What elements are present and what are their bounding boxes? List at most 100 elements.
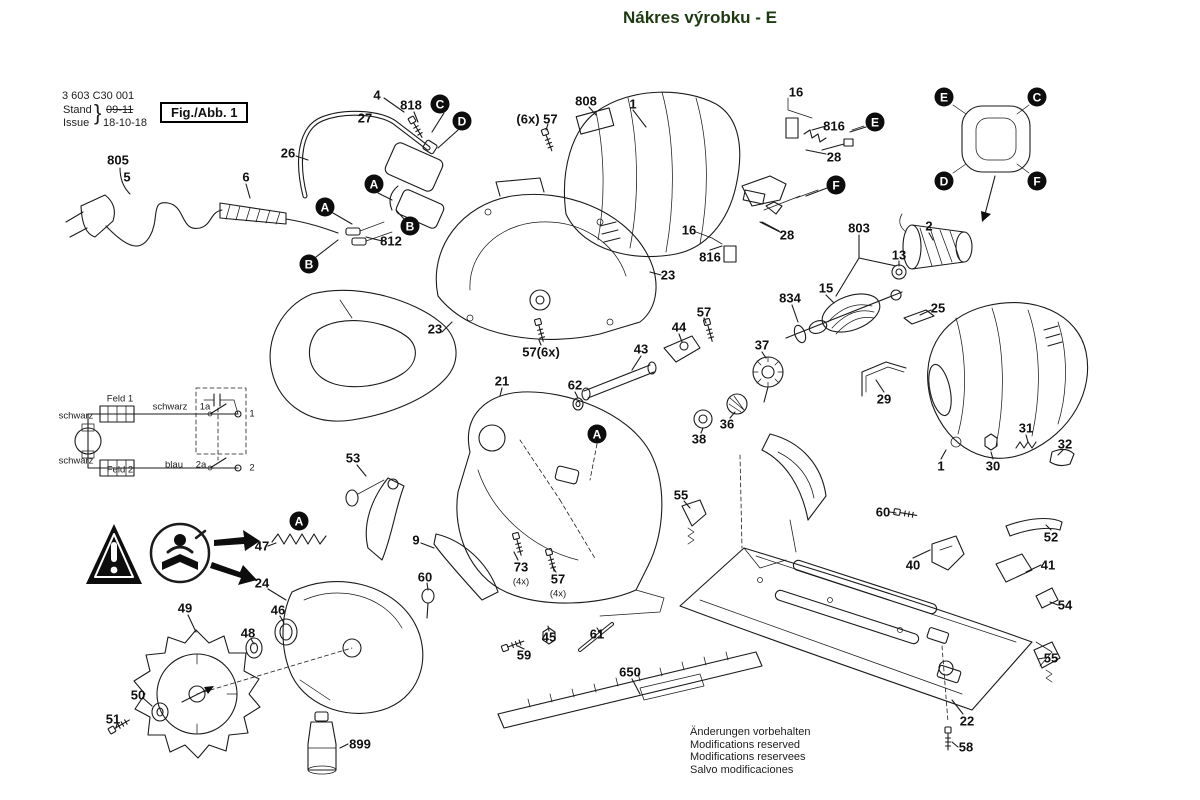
switch-assembly-drawing xyxy=(345,115,445,246)
brace-glyph: } xyxy=(94,100,102,125)
issue-label: Issue xyxy=(63,117,90,129)
part-label-22: 22 xyxy=(959,713,975,729)
part-label-37: 37 xyxy=(754,337,770,353)
detail-marker-e: E xyxy=(865,112,885,132)
detail-marker-a: A xyxy=(315,197,335,217)
grommet-detail-drawing xyxy=(952,104,1031,222)
part-label-816: 816 xyxy=(699,249,721,265)
detail-marker-c: C xyxy=(430,94,450,114)
modifications-note: Änderungen vorbehalten Modifications res… xyxy=(690,726,810,776)
part-label-41: 41 xyxy=(1040,557,1056,573)
part-label-40: 40 xyxy=(905,557,921,573)
part-label-blau: blau xyxy=(165,459,183,471)
detail-marker-f: F xyxy=(826,175,846,195)
part-label-48: 48 xyxy=(240,625,256,641)
detail-marker-c: C xyxy=(1027,87,1047,107)
brush-parts-top-drawing xyxy=(785,97,865,151)
detail-marker-d: D xyxy=(934,171,954,191)
part-label-55: 55 xyxy=(673,487,689,503)
part-label-6: 6 xyxy=(242,169,250,185)
motor-housing-top-drawing xyxy=(540,91,801,258)
stand-value: 09-11 xyxy=(106,104,134,116)
part-label-feld2: Feld 2 xyxy=(106,464,134,476)
base-plate-drawing xyxy=(679,547,1053,751)
part-label-803: 803 xyxy=(848,220,870,236)
part-label-feld1: Feld 1 xyxy=(106,393,134,405)
part-label-21: 21 xyxy=(494,373,510,389)
part-label-812: 812 xyxy=(380,233,402,249)
part-label-4x: (4x) xyxy=(549,588,567,600)
rip-fence-drawing xyxy=(497,651,763,729)
part-label-59: 59 xyxy=(516,647,532,663)
riving-knife-drawing xyxy=(421,531,614,653)
part-label-57: 57 xyxy=(550,571,566,587)
stator-drawing xyxy=(891,213,973,280)
part-label-1: 1 xyxy=(629,96,637,112)
detail-marker-d: D xyxy=(452,111,472,131)
part-label-16: 16 xyxy=(681,222,697,238)
gear-housing-drawing xyxy=(435,177,657,343)
part-label-50: 50 xyxy=(130,687,146,703)
part-label-45: 45 xyxy=(541,629,557,645)
figure-label: Fig./Abb. 1 xyxy=(160,102,249,123)
detail-marker-a: A xyxy=(289,511,309,531)
part-label-1a: 1a xyxy=(199,401,211,413)
part-label-650: 650 xyxy=(619,664,641,680)
part-label-816: 816 xyxy=(823,118,845,134)
part-label-1: 1 xyxy=(937,458,945,474)
part-label-52: 52 xyxy=(1043,529,1059,545)
part-label-28: 28 xyxy=(826,149,842,165)
main-housing-drawing xyxy=(456,391,665,617)
part-label-9: 9 xyxy=(412,532,420,548)
part-label-73: 73 xyxy=(513,559,529,575)
detail-marker-b: B xyxy=(400,216,420,236)
part-label-32: 32 xyxy=(1057,436,1073,452)
part-label-16: 16 xyxy=(788,84,804,100)
wiring-schematic xyxy=(74,387,247,477)
detail-marker-a: A xyxy=(364,174,384,194)
part-label-2: 2 xyxy=(925,218,933,234)
bail-handle-drawing xyxy=(298,110,438,199)
part-label-31: 31 xyxy=(1018,420,1034,436)
part-label-schwarz: schwarz xyxy=(58,410,94,422)
part-label-29: 29 xyxy=(876,391,892,407)
part-label-25: 25 xyxy=(930,300,946,316)
part-label-23: 23 xyxy=(427,321,443,337)
part-label-60: 60 xyxy=(875,504,891,520)
part-label-schwarz: schwarz xyxy=(58,455,94,467)
clamp-lever-drawing xyxy=(271,477,405,561)
read-manual-icon xyxy=(149,522,211,584)
part-label-51: 51 xyxy=(105,711,121,727)
part-label-53: 53 xyxy=(345,450,361,466)
part-label-44: 44 xyxy=(671,319,687,335)
leader-lines xyxy=(115,97,1064,749)
part-label-24: 24 xyxy=(254,575,270,591)
note-line: Modifications reservees xyxy=(690,751,806,763)
pointer-arrows xyxy=(210,530,260,585)
grease-tube-drawing xyxy=(307,711,337,775)
part-label-54: 54 xyxy=(1057,597,1073,613)
part-label-30: 30 xyxy=(985,458,1001,474)
motor-housing-rear-drawing xyxy=(861,302,1089,467)
part-label-49: 49 xyxy=(177,600,193,616)
stand-label: Stand xyxy=(63,104,92,116)
detail-marker-a: A xyxy=(587,424,607,444)
detail-marker-b: B xyxy=(299,254,319,274)
type-number: 3 603 C30 001 xyxy=(62,90,135,102)
part-label-5: 5 xyxy=(123,169,131,185)
part-label-1: 1 xyxy=(249,408,255,420)
part-label-2: 2 xyxy=(249,462,255,474)
power-cord-drawing xyxy=(65,194,339,247)
depth-guide-drawing xyxy=(681,433,1063,683)
part-label-36: 36 xyxy=(719,416,735,432)
part-label-13: 13 xyxy=(891,247,907,263)
note-line: Änderungen vorbehalten xyxy=(690,726,811,738)
armature-drawing xyxy=(785,289,935,344)
part-label-23: 23 xyxy=(660,267,676,283)
part-label-26: 26 xyxy=(280,145,296,161)
warning-triangle-icon xyxy=(86,524,142,584)
detail-marker-f: F xyxy=(1027,171,1047,191)
part-label-55: 55 xyxy=(1043,650,1059,666)
